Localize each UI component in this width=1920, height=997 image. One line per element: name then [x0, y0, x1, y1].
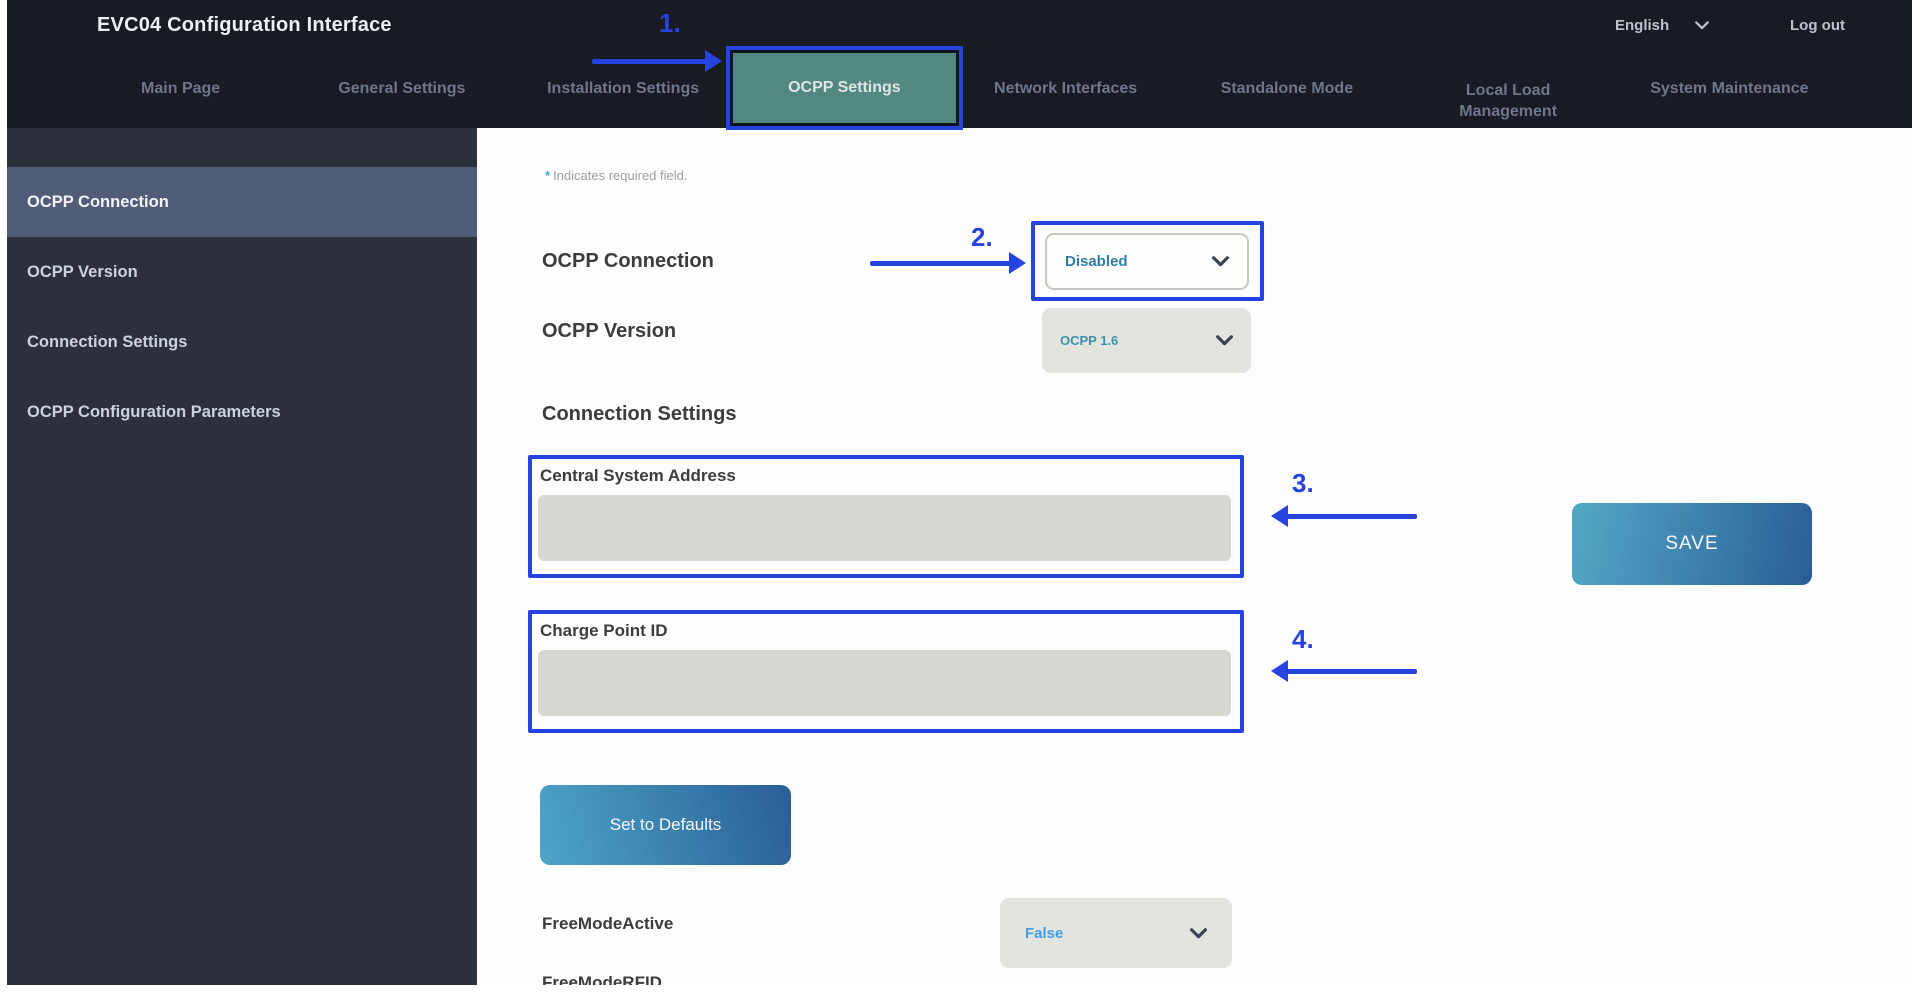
nav-tab-general-settings[interactable]: General Settings — [338, 80, 466, 97]
charge-point-id-label: Charge Point ID — [540, 621, 668, 640]
nav-tab-system-maintenance[interactable]: System Maintenance — [1650, 80, 1809, 97]
chevron-down-icon — [1212, 256, 1229, 267]
step-4-label: 4. — [1292, 624, 1314, 654]
nav-tab-local-load-management[interactable]: Local Load Management — [1459, 82, 1558, 120]
ocpp-version-dropdown[interactable]: OCPP 1.6 — [1042, 308, 1251, 373]
step-2-arrow-icon — [870, 252, 1026, 274]
step-2-label: 2. — [971, 222, 993, 252]
step-1-highlight-box: OCPP Settings — [725, 46, 963, 130]
step-3-label: 3. — [1292, 468, 1314, 498]
step-1-label: 1. — [659, 8, 681, 38]
chevron-down-icon — [1216, 335, 1233, 346]
free-mode-rfid-label: FreeModeRFID — [542, 973, 662, 985]
central-system-address-input[interactable] — [538, 495, 1231, 561]
language-selector[interactable]: English — [1615, 17, 1709, 34]
main-content: *Indicates required field. OCPP Connecti… — [477, 128, 1912, 985]
sidebar: OCPP Connection OCPP Version Connection … — [7, 128, 477, 985]
save-button[interactable]: SAVE — [1572, 503, 1812, 585]
set-to-defaults-button[interactable]: Set to Defaults — [540, 785, 791, 865]
free-mode-active-label: FreeModeActive — [542, 914, 674, 933]
ocpp-connection-dropdown[interactable]: Disabled — [1045, 233, 1249, 290]
sidebar-item-connection-settings[interactable]: Connection Settings — [27, 332, 188, 351]
app-window: EVC04 Configuration Interface English Lo… — [7, 0, 1912, 985]
main-nav: Main Page General Settings Installation … — [70, 0, 1840, 130]
nav-tab-main-page[interactable]: Main Page — [141, 80, 221, 97]
free-mode-active-dropdown[interactable]: False — [1000, 898, 1232, 968]
top-header: EVC04 Configuration Interface English Lo… — [7, 0, 1912, 130]
ocpp-version-value: OCPP 1.6 — [1060, 333, 1119, 348]
nav-tab-installation-settings[interactable]: Installation Settings — [547, 80, 700, 97]
required-field-note: *Indicates required field. — [545, 168, 688, 183]
chevron-down-icon — [1695, 21, 1709, 30]
free-mode-active-value: False — [1025, 924, 1064, 942]
nav-tab-ocpp-settings-cell: OCPP Settings — [725, 0, 963, 130]
sidebar-item-ocpp-connection[interactable]: OCPP Connection — [7, 167, 477, 237]
step-1-arrow-icon — [592, 50, 722, 72]
step-3-arrow-icon — [1271, 505, 1417, 527]
required-asterisk: * — [545, 168, 551, 183]
ocpp-version-label: OCPP Version — [542, 320, 677, 342]
ocpp-connection-label: OCPP Connection — [542, 250, 714, 272]
sidebar-item-ocpp-configuration-parameters[interactable]: OCPP Configuration Parameters — [27, 402, 281, 421]
nav-tab-standalone-mode[interactable]: Standalone Mode — [1220, 80, 1354, 97]
page-title: EVC04 Configuration Interface — [97, 14, 392, 36]
nav-tab-network-interfaces[interactable]: Network Interfaces — [994, 80, 1138, 97]
nav-tab-ocpp-settings[interactable]: OCPP Settings — [732, 53, 956, 123]
ocpp-connection-value: Disabled — [1065, 253, 1128, 270]
step-4-arrow-icon — [1271, 660, 1417, 682]
connection-settings-heading: Connection Settings — [542, 403, 737, 425]
central-system-address-label: Central System Address — [540, 466, 736, 485]
sidebar-item-ocpp-version[interactable]: OCPP Version — [27, 262, 138, 281]
chevron-down-icon — [1190, 927, 1207, 939]
charge-point-id-input[interactable] — [538, 650, 1231, 716]
language-selected-label: English — [1615, 17, 1670, 34]
logout-button[interactable]: Log out — [1790, 17, 1845, 34]
